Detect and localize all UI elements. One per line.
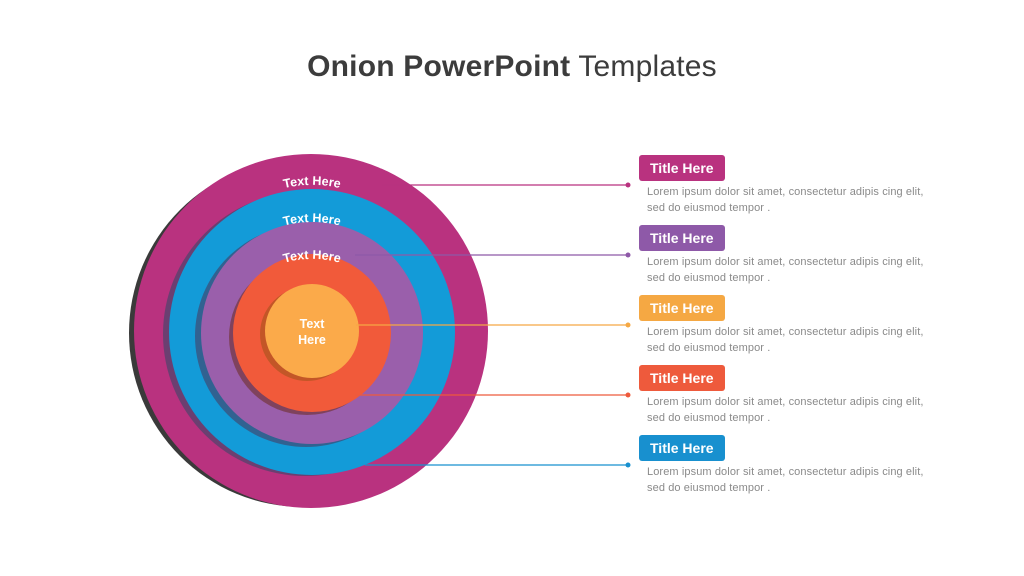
connector-3 [355,392,631,398]
core-label-line2: Here [298,333,326,347]
ring-1-label: Text Here [282,174,342,191]
title-label-0: Title Here [639,155,725,181]
description-0: Lorem ipsum dolor sit amet, consectetur … [647,184,947,216]
ring-0-label: Text Here [282,137,342,154]
description-0-line2: sed do eiusmod tempor . [647,202,771,214]
description-3: Lorem ipsum dolor sit amet, consectetur … [647,394,947,426]
core-circle [265,284,359,378]
slide-title-light: Templates [578,50,717,83]
description-0-line1: Lorem ipsum dolor sit amet, consectetur … [647,186,924,198]
description-1-line1: Lorem ipsum dolor sit amet, consectetur … [647,256,924,268]
slide-title: Onion PowerPoint Templates [0,50,1024,84]
title-label-4: Title Here [639,435,725,461]
connector-4 [365,462,631,468]
description-4: Lorem ipsum dolor sit amet, consectetur … [647,464,947,496]
connector-0 [382,182,631,188]
description-1-line2: sed do eiusmod tempor . [647,272,771,284]
description-4-line1: Lorem ipsum dolor sit amet, consectetur … [647,466,924,478]
description-2-line1: Lorem ipsum dolor sit amet, consectetur … [647,326,924,338]
title-label-1: Title Here [639,225,725,251]
slide-title-bold: Onion PowerPoint [307,50,571,83]
description-2: Lorem ipsum dolor sit amet, consectetur … [647,324,947,356]
title-label-2: Title Here [639,295,725,321]
connector-1 [355,252,631,258]
description-1: Lorem ipsum dolor sit amet, consectetur … [647,254,947,286]
description-3-line2: sed do eiusmod tempor . [647,412,771,424]
description-3-line1: Lorem ipsum dolor sit amet, consectetur … [647,396,924,408]
connector-2 [356,322,631,328]
title-label-3: Title Here [639,365,725,391]
description-4-line2: sed do eiusmod tempor . [647,482,771,494]
core-label-line1: Text [300,317,326,331]
description-2-line2: sed do eiusmod tempor . [647,342,771,354]
